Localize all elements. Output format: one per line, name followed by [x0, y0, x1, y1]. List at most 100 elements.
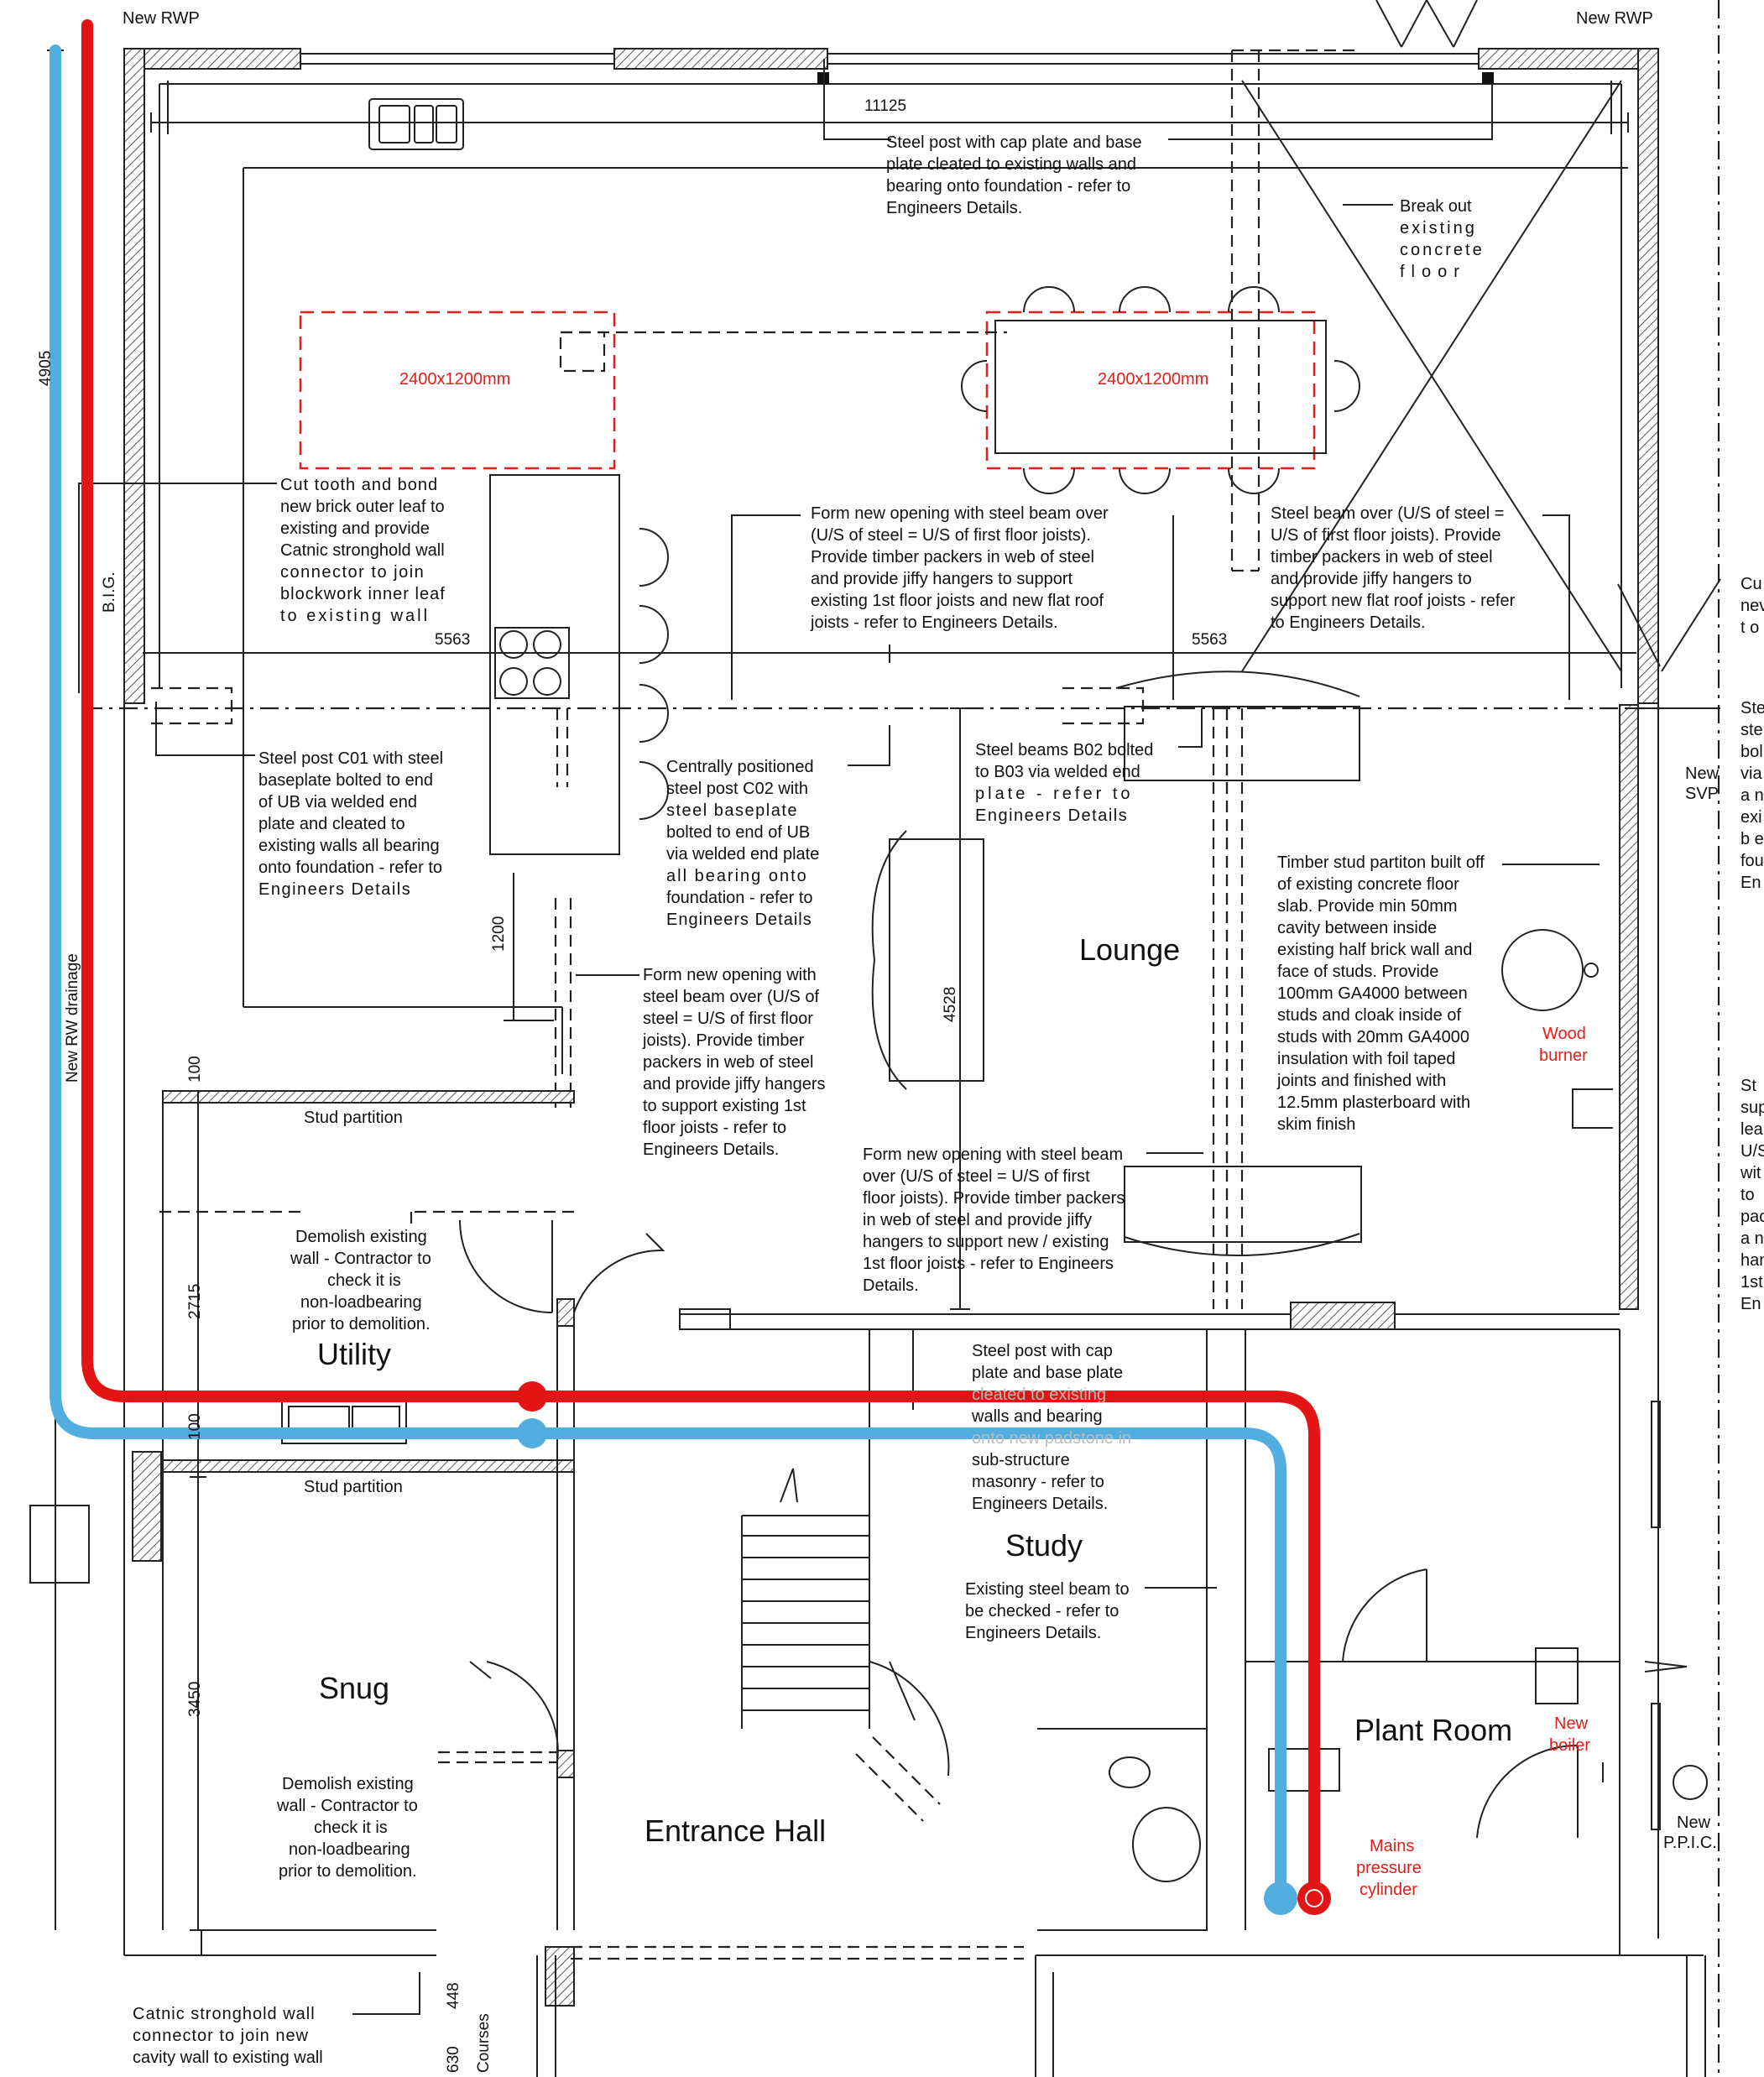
steel-post-c01-7: Engineers Details [258, 880, 411, 899]
red-pipe-end [1297, 1881, 1331, 1915]
steel-post-cap-5: onto new padstone in [972, 1429, 1131, 1448]
form-opening-left-7: to support existing 1st [643, 1097, 806, 1115]
centrally-c02-6: all bearing onto [666, 867, 808, 885]
right-edge-2b: ste [1741, 721, 1763, 739]
centrally-c02-5: via welded end plate [666, 845, 819, 864]
dim-3450: 3450 [186, 1682, 204, 1717]
dim-100-top: 100 [186, 1056, 204, 1083]
break-out-2: existing [1400, 219, 1477, 237]
steel-post-c01-6: onto foundation - refer to [258, 858, 442, 877]
form-opening-mid-3: Provide timber packers in web of steel [811, 548, 1094, 566]
right-edge-1a: Cu [1741, 575, 1762, 593]
right-edge-3g: pac [1741, 1208, 1764, 1226]
form-opening-left-3: steel = U/S of first floor [643, 1010, 813, 1028]
catnic-bottom-1: Catnic stronghold wall [133, 2005, 316, 2023]
new-boiler-1: New [1554, 1714, 1589, 1733]
existing-beam-3: Engineers Details. [965, 1624, 1101, 1642]
dim-100-mid: 100 [186, 1413, 204, 1440]
break-out-cross [1241, 80, 1622, 672]
table-outline-left [299, 311, 616, 470]
right-edge-2a: Ste [1741, 699, 1764, 718]
room-utility: Utility [317, 1337, 391, 1371]
steel-post-cap-4: walls and bearing [971, 1407, 1103, 1426]
right-edge-3b: sup [1741, 1099, 1764, 1117]
steel-post-cap-8: Engineers Details. [972, 1495, 1108, 1513]
dim-630: 630 [445, 2046, 462, 2073]
right-edge-3f: to [1741, 1186, 1755, 1204]
right-edge-2g: b e [1741, 830, 1764, 848]
timber-stud-9: studs with 20mm GA4000 [1277, 1028, 1469, 1046]
centrally-c02-8: Engineers Details [666, 911, 812, 929]
blue-pipe-end [1264, 1881, 1297, 1915]
right-edge-3c: lea [1741, 1120, 1764, 1139]
steel-beam-right-2: U/S of first floor joists). Provide [1271, 526, 1501, 545]
cut-tooth-3: existing and provide [280, 519, 430, 538]
right-edge-2e: a n [1741, 786, 1764, 805]
dim-1200: 1200 [490, 916, 508, 952]
mains-cylinder-1: Mains [1370, 1837, 1414, 1855]
new-pic-1: New [1677, 1813, 1711, 1832]
form-opening-mid-2: (U/S of steel = U/S of first floor joist… [811, 526, 1091, 545]
big-label: B.I.G. [101, 571, 118, 613]
cut-tooth-1: Cut tooth and bond [280, 476, 438, 494]
demolish-top-1: Demolish existing [295, 1228, 427, 1246]
right-edge-2h: fou [1741, 852, 1764, 870]
existing-beam-2: be checked - refer to [965, 1602, 1119, 1620]
demolish-bottom-3: check it is [314, 1819, 388, 1837]
demolish-bottom-4: non-loadbearing [289, 1840, 410, 1859]
dim-448: 448 [445, 1982, 462, 2009]
centrally-c02-7: foundation - refer to [666, 889, 813, 907]
right-edge-3h: a n [1741, 1229, 1764, 1248]
centrally-c02-3: steel baseplate [666, 801, 798, 820]
leader-lines [78, 59, 1721, 2015]
right-edge-3e: wit [1740, 1164, 1761, 1182]
new-pic-2: P.P.I.C. [1663, 1834, 1717, 1852]
form-opening-left-9: Engineers Details. [643, 1140, 779, 1159]
right-edge-3j: 1st [1741, 1273, 1763, 1292]
steel-post-cap-2: plate and base plate [972, 1364, 1123, 1382]
steel-beams-b02-2: to B03 via welded end [975, 763, 1140, 781]
interior-walls [29, 1090, 1708, 1955]
new-boiler-2: boiler [1549, 1736, 1590, 1755]
break-out-1: Break out [1400, 197, 1472, 216]
form-opening-left-5: packers in web of steel [643, 1053, 813, 1072]
stud-partition-top: Stud partition [304, 1109, 403, 1127]
rwp-left-label: New RWP [123, 9, 200, 28]
steel-post-c01-4: plate and cleated to [258, 815, 405, 833]
catnic-bottom-3: cavity wall to existing wall [133, 2048, 323, 2067]
demolish-bottom-1: Demolish existing [282, 1775, 414, 1793]
timber-stud-10: insulation with foil taped [1277, 1050, 1455, 1068]
courses-label: Courses [475, 2013, 493, 2073]
demolish-top-2: wall - Contractor to [290, 1250, 431, 1268]
demolish-bottom-5: prior to demolition. [279, 1862, 417, 1881]
steel-post-top-4: Engineers Details. [886, 199, 1022, 217]
break-out-4: floor [1400, 263, 1466, 281]
red-pipe-route [81, 19, 1320, 1904]
room-entrance-hall: Entrance Hall [645, 1813, 826, 1848]
form-opening-left-4: joists). Provide timber [642, 1031, 805, 1050]
right-edge-3a: St [1741, 1077, 1756, 1095]
room-study: Study [1005, 1528, 1083, 1563]
mains-cylinder-3: cylinder [1360, 1881, 1417, 1899]
timber-stud-5: existing half brick wall and [1277, 941, 1472, 959]
form-opening-lower-7: Details. [863, 1276, 919, 1295]
room-snug: Snug [319, 1671, 389, 1705]
timber-stud-8: studs and cloak inside of [1277, 1006, 1461, 1025]
steel-post-c01-2: baseplate bolted to end [258, 771, 433, 790]
steel-post-cap-1: Steel post with cap [972, 1342, 1113, 1360]
timber-stud-1: Timber stud partiton built off [1277, 853, 1485, 872]
table-outline-right [985, 311, 1316, 470]
dim-11125: 11125 [864, 97, 906, 115]
dim-2715: 2715 [186, 1284, 204, 1319]
new-svp-2: SVP [1685, 785, 1719, 803]
timber-stud-11: joints and finished with [1276, 1072, 1446, 1090]
form-opening-left-1: Form new opening with [643, 966, 817, 984]
demolish-top-4: non-loadbearing [300, 1293, 422, 1312]
table-left-size: 2400x1200mm [399, 370, 510, 389]
cut-tooth-6: blockwork inner leaf [280, 585, 446, 603]
form-opening-lower-4: in web of steel and provide jiffy [863, 1211, 1092, 1229]
right-edge-1c: t o [1741, 618, 1759, 637]
steel-beams-b02-4: Engineers Details [975, 806, 1128, 825]
right-edge-2c: bol [1741, 743, 1763, 761]
steel-post-top-2: plate cleated to existing walls and [886, 155, 1136, 174]
